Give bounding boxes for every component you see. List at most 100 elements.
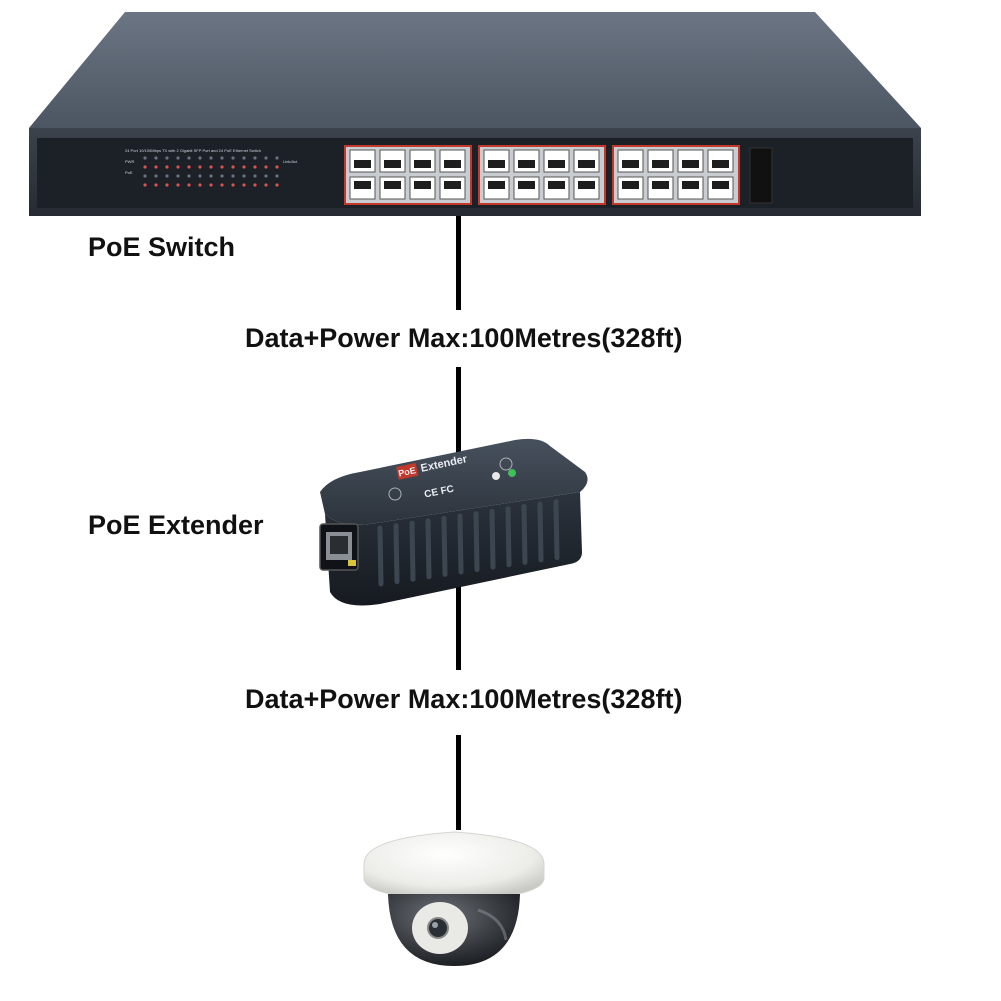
extender-rib: [441, 515, 448, 577]
link-label-top: Data+Power Max:100Metres(328ft): [245, 323, 683, 353]
extender-rib: [489, 508, 496, 570]
cable-switch-to-extender-upper: [456, 216, 461, 310]
switch-led: [209, 156, 213, 160]
ethernet-port-jack: [578, 181, 595, 189]
switch-led: [198, 174, 202, 178]
extender-led-link: [508, 469, 516, 477]
switch-led-array: [143, 156, 279, 187]
switch-led: [264, 165, 268, 169]
switch-led: [143, 165, 147, 169]
ethernet-port-jack: [578, 160, 595, 168]
extender-top-face: [320, 438, 588, 525]
ethernet-port-jack: [488, 181, 505, 189]
link-label-bottom: Data+Power Max:100Metres(328ft): [245, 684, 683, 714]
ethernet-port-jack: [414, 160, 431, 168]
switch-led: [253, 174, 257, 178]
switch-led-label-pwr: PWR: [125, 159, 134, 164]
switch-led: [242, 183, 246, 187]
switch-led: [242, 165, 246, 169]
switch-led: [231, 183, 235, 187]
extender-rib: [409, 520, 416, 582]
ethernet-port-jack: [354, 160, 371, 168]
ethernet-port-jack: [652, 160, 669, 168]
switch-led: [231, 165, 235, 169]
extender-ribs: [377, 499, 560, 587]
extender-rib: [537, 501, 544, 563]
switch-led: [176, 174, 180, 178]
switch-led: [154, 156, 158, 160]
cable-switch-to-extender-lower: [456, 367, 461, 462]
ethernet-port-jack: [682, 160, 699, 168]
switch-led: [275, 183, 279, 187]
switch-led: [242, 156, 246, 160]
extender-side-face: [325, 492, 582, 606]
switch-led: [154, 165, 158, 169]
switch-led: [165, 174, 169, 178]
ethernet-port-jack: [354, 181, 371, 189]
switch-led: [220, 183, 224, 187]
extender-rib: [553, 499, 560, 561]
switch-led: [264, 183, 268, 187]
switch-led: [143, 183, 147, 187]
switch-led: [220, 174, 224, 178]
switch-led: [154, 183, 158, 187]
poe-switch-device: 24 Port 10/100Mbps TX with 2 Gigabit SFP…: [29, 12, 921, 216]
switch-led: [176, 165, 180, 169]
ethernet-port-jack: [548, 160, 565, 168]
switch-top-surface: [29, 12, 921, 128]
poe-extender-device: PoE Extender CE FC: [319, 438, 588, 606]
extender-label: PoE Extender: [88, 510, 264, 540]
switch-led: [264, 156, 268, 160]
ethernet-port-jack: [622, 181, 639, 189]
switch-led: [264, 174, 268, 178]
switch-led: [176, 156, 180, 160]
switch-led: [220, 156, 224, 160]
switch-led: [198, 183, 202, 187]
ethernet-port-jack: [488, 160, 505, 168]
switch-led: [275, 156, 279, 160]
switch-led-label-link: Link/Act: [283, 159, 298, 164]
sfp-slot: [749, 147, 773, 204]
switch-led: [209, 183, 213, 187]
switch-led: [275, 174, 279, 178]
switch-model-text: 24 Port 10/100Mbps TX with 2 Gigabit SFP…: [125, 148, 261, 153]
switch-led: [187, 165, 191, 169]
switch-led-label-poe: PoE: [125, 170, 133, 175]
extender-rib: [377, 525, 384, 587]
ethernet-port-jack: [652, 181, 669, 189]
ethernet-port-jack: [712, 160, 729, 168]
switch-led: [231, 174, 235, 178]
switch-led: [165, 156, 169, 160]
ethernet-port-jack: [384, 160, 401, 168]
ethernet-port-jack: [622, 160, 639, 168]
camera-lens: [427, 917, 449, 939]
ethernet-port-jack: [712, 181, 729, 189]
extender-badge: [396, 462, 419, 480]
extender-rib: [521, 503, 528, 565]
switch-port-array: [344, 145, 740, 205]
extender-screw-right: [499, 457, 513, 471]
switch-led: [176, 183, 180, 187]
switch-led: [187, 156, 191, 160]
extender-badge-prefix: PoE: [397, 465, 416, 478]
switch-led: [187, 183, 191, 187]
extender-screw-left: [388, 487, 402, 501]
switch-led: [143, 174, 147, 178]
switch-led: [209, 165, 213, 169]
switch-led: [275, 165, 279, 169]
cable-extender-to-camera-upper: [456, 585, 461, 670]
switch-led: [209, 174, 213, 178]
ethernet-port-jack: [682, 181, 699, 189]
switch-led: [165, 165, 169, 169]
switch-label: PoE Switch: [88, 232, 236, 262]
switch-led: [242, 174, 246, 178]
extender-rib: [425, 518, 432, 580]
ethernet-port-jack: [518, 160, 535, 168]
ethernet-port-jack: [444, 181, 461, 189]
extender-rib: [505, 506, 512, 568]
switch-led: [143, 156, 147, 160]
switch-led: [253, 156, 257, 160]
cable-extender-to-camera-lower: [456, 735, 461, 830]
switch-led: [187, 174, 191, 178]
switch-led: [220, 165, 224, 169]
